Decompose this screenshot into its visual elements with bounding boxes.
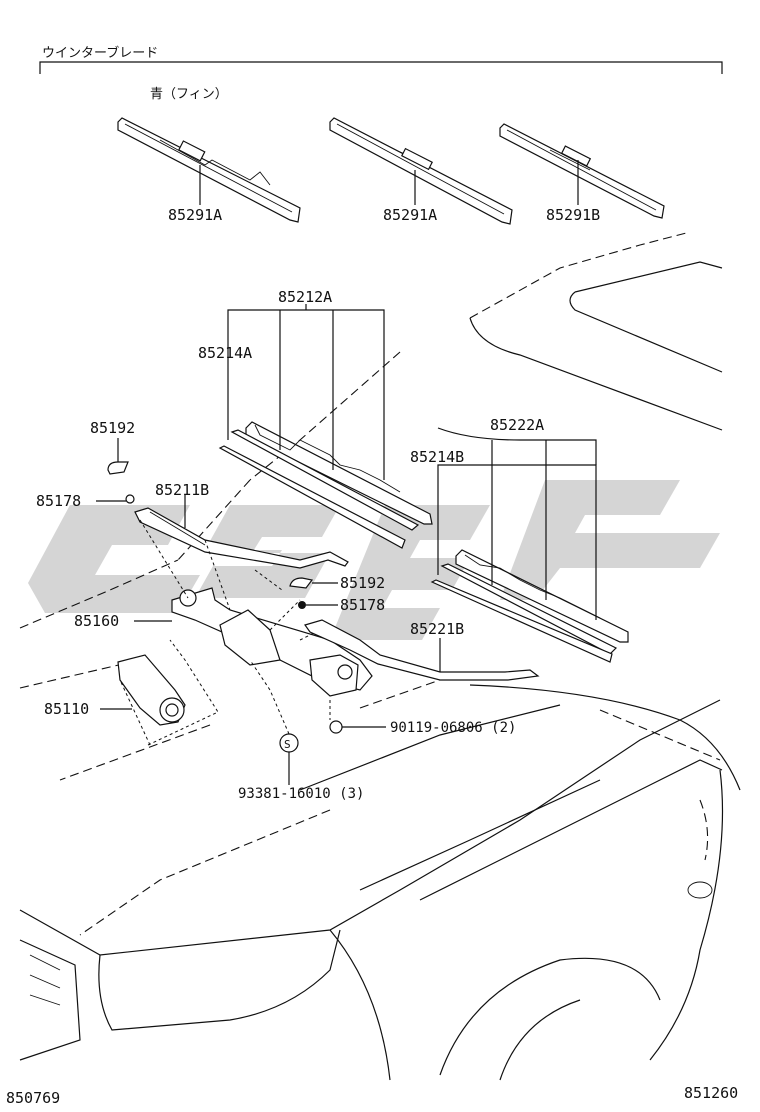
blade-assy-rh [218,421,433,549]
pivot-cap-upper [107,461,129,475]
label-85211b: 85211B [155,481,209,499]
footer-code-right: 851260 [684,1084,738,1102]
label-85291b: 85291B [546,206,600,224]
label-85192-lower: 85192 [340,574,385,592]
section-title: ウインターブレード [42,45,158,61]
wiper-motor [117,639,219,746]
wiper-arm-rh [134,507,349,569]
label-85222a: 85222A [490,416,544,434]
wiper-arm-lh [304,619,540,681]
wiper-link-assy [139,519,373,720]
label-85214a: 85214A [198,344,252,362]
label-85160: 85160 [74,612,119,630]
grommet-dotted-leader [249,659,290,735]
vehicle-body-outline [19,231,741,1081]
label-85178-lower: 85178 [340,596,385,614]
pivot-nut-lower [298,601,306,609]
winter-blade-2 [329,117,513,225]
fin-note: 青（フィン） [150,87,228,102]
bracket-85222a-top [437,427,597,465]
pivot-cap-lower [289,577,314,589]
mounting-bolt [329,720,360,734]
grommet-marker-letter: S [284,738,291,751]
winter-blade-3 [499,123,665,219]
label-93381: 93381-16010 (3) [238,786,364,802]
blade-assy-lh [430,549,629,663]
winter-blade-1 [117,117,301,223]
pivot-nut-upper [125,494,135,504]
bracket-85222a [437,440,597,620]
label-85221b: 85221B [410,620,464,638]
label-85192-upper: 85192 [90,419,135,437]
header-bracket [39,61,723,74]
label-90119: 90119-06806 (2) [390,720,516,736]
label-85212a: 85212A [278,288,332,306]
label-85291a-2: 85291A [383,206,437,224]
label-85110: 85110 [44,700,89,718]
watermark-logo [28,480,720,640]
label-85178-upper: 85178 [36,492,81,510]
label-85214b: 85214B [410,448,464,466]
footer-code-left: 850769 [6,1089,60,1107]
label-85291a-1: 85291A [168,206,222,224]
